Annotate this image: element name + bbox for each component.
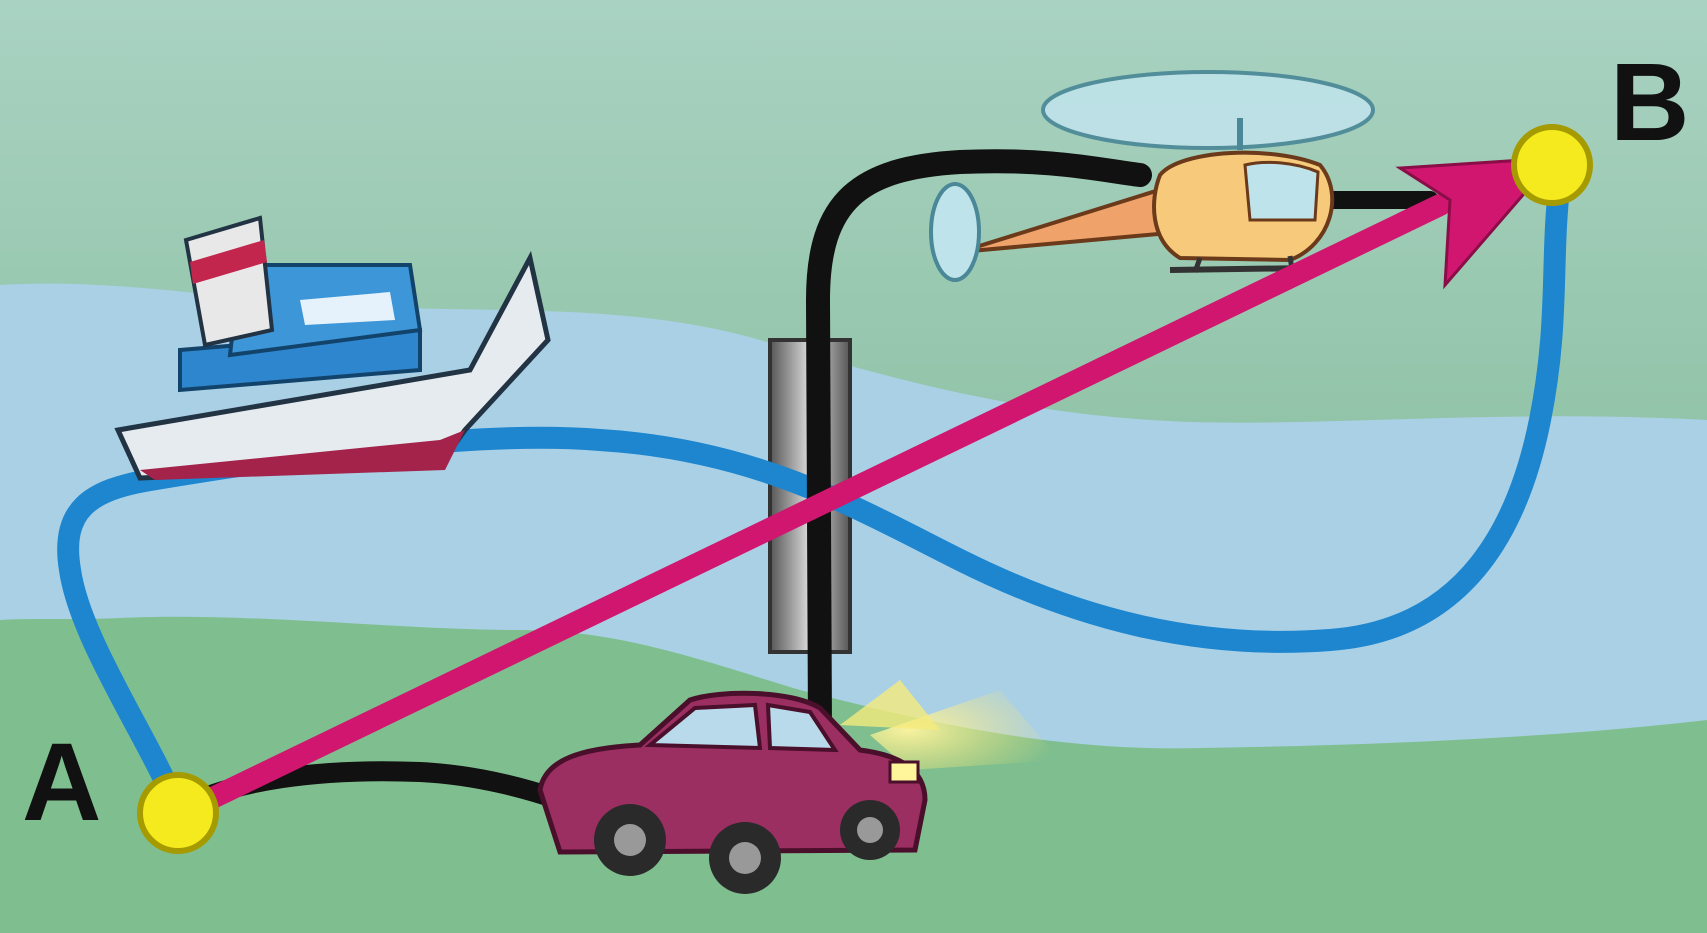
point-a-label: A	[22, 728, 101, 838]
point-b-marker	[1514, 127, 1590, 203]
point-a-marker	[140, 775, 216, 851]
point-b-label: B	[1610, 48, 1689, 158]
